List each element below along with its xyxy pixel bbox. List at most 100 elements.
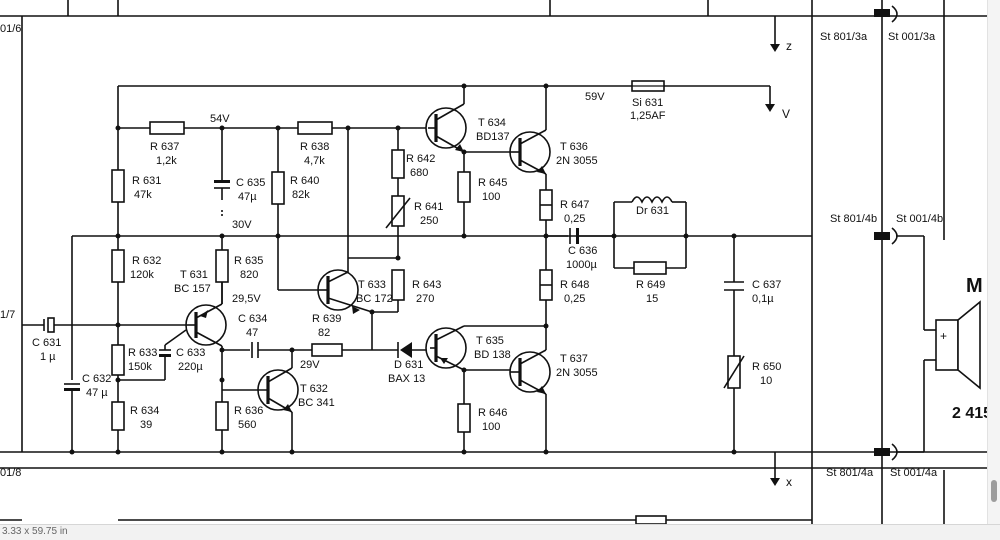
r631-value: 47k: [134, 189, 152, 201]
t636-type: 2N 3055: [556, 155, 598, 167]
input-stage: [22, 128, 398, 452]
r638-name: R 638: [300, 141, 329, 153]
output-stage: [425, 86, 614, 452]
label-st001-4b: St 001/4b: [896, 213, 943, 225]
speaker-number: 2 415: [952, 405, 988, 422]
driver-stage: [149, 121, 430, 358]
r639-value: 82: [318, 327, 330, 339]
r650-name: R 650: [752, 361, 781, 373]
r637-name: R 637: [150, 141, 179, 153]
c632-value: 47 µ: [86, 387, 108, 399]
r647-value: 0,25: [564, 213, 585, 225]
t634-type: BD137: [476, 131, 510, 143]
r640-value: 82k: [292, 189, 310, 201]
c635-value: 47µ: [238, 191, 257, 203]
r641-name: R 641: [414, 201, 443, 213]
r633-value: 150k: [128, 361, 152, 373]
scrollbar-thumb[interactable]: [991, 480, 997, 502]
speaker-icon: + M 2 415: [935, 275, 988, 422]
c636-value: 1000µ: [566, 259, 597, 271]
voltage-30: 30V: [232, 219, 252, 231]
fuse-value: 1,25AF: [630, 110, 666, 122]
t633-type: BC 172: [356, 293, 393, 305]
t631-name: T 631: [180, 269, 208, 281]
r639-name: R 639: [312, 313, 341, 325]
t635-name: T 635: [476, 335, 504, 347]
voltage-54: 54V: [210, 113, 230, 125]
c637-value: 0,1µ: [752, 293, 774, 305]
c634-value: 47: [246, 327, 258, 339]
dr631-name: Dr 631: [636, 205, 669, 217]
fuse-name: Si 631: [632, 97, 663, 109]
label-st001-4a: St 001/4a: [890, 467, 938, 479]
r634-name: R 634: [130, 405, 159, 417]
rail-v-label: V: [782, 107, 790, 121]
rail-z-label: z: [786, 39, 792, 53]
label-st801-3a: St 801/3a: [820, 31, 868, 43]
voltage-29: 29V: [300, 359, 320, 371]
r641-value: 250: [420, 215, 438, 227]
r646-name: R 646: [478, 407, 507, 419]
r636-name: R 636: [234, 405, 263, 417]
r649-value: 15: [646, 293, 658, 305]
r643-name: R 643: [412, 279, 441, 291]
label-st801-4b: St 801/4b: [830, 213, 877, 225]
label-left-bottom: 01/8: [0, 467, 21, 479]
fuse-si631: Si 631 1,25AF: [630, 80, 666, 122]
r632-name: R 632: [132, 255, 161, 267]
speaker-letter: M: [966, 275, 983, 297]
r633-name: R 633: [128, 347, 157, 359]
voltage-59: 59V: [585, 91, 605, 103]
vertical-scrollbar[interactable]: [987, 0, 1000, 524]
r632-value: 120k: [130, 269, 154, 281]
c634-name: C 634: [238, 313, 267, 325]
t635-type: BD 138: [474, 349, 511, 361]
voltage-29-5: 29,5V: [232, 293, 261, 305]
r642-value: 680: [410, 167, 428, 179]
t634-name: T 634: [478, 117, 506, 129]
page-size-label: 3.33 x 59.75 in: [2, 526, 68, 537]
r647-name: R 647: [560, 199, 589, 211]
r646-value: 100: [482, 421, 500, 433]
c631-name: C 631: [32, 337, 61, 349]
speaker-plus: +: [940, 329, 947, 343]
t633-name: T 633: [358, 279, 386, 291]
r638-value: 4,7k: [304, 155, 325, 167]
r634-value: 39: [140, 419, 152, 431]
d631-type: BAX 13: [388, 373, 425, 385]
r637-value: 1,2k: [156, 155, 177, 167]
amplifier-schematic: Si 631 1,25AF: [0, 0, 988, 524]
c633-name: C 633: [176, 347, 205, 359]
r648-name: R 648: [560, 279, 589, 291]
t637-type: 2N 3055: [556, 367, 598, 379]
c635-name: C 635: [236, 177, 265, 189]
c633-value: 220µ: [178, 361, 203, 373]
c637-name: C 637: [752, 279, 781, 291]
r640-name: R 640: [290, 175, 319, 187]
t632-type: BC 341: [298, 397, 335, 409]
t632-name: T 632: [300, 383, 328, 395]
r649-name: R 649: [636, 279, 665, 291]
c631-value: 1 µ: [40, 351, 56, 363]
r635-name: R 635: [234, 255, 263, 267]
label-st001-3a: St 001/3a: [888, 31, 936, 43]
frame-lines: [0, 0, 988, 524]
t631-type: BC 157: [174, 283, 211, 295]
r648-value: 0,25: [564, 293, 585, 305]
r642-name: R 642: [406, 153, 435, 165]
r643-value: 270: [416, 293, 434, 305]
c632-name: C 632: [82, 373, 111, 385]
labels: 01/6 1/7 01/8 St 801/3a St 001/3a St 801…: [0, 23, 943, 489]
connector-plugs: [874, 5, 936, 461]
r635-value: 820: [240, 269, 258, 281]
label-st801-4a: St 801/4a: [826, 467, 874, 479]
r631-name: R 631: [132, 175, 161, 187]
status-bar: 3.33 x 59.75 in: [0, 524, 1000, 540]
d631-name: D 631: [394, 359, 423, 371]
t636-name: T 636: [560, 141, 588, 153]
r645-name: R 645: [478, 177, 507, 189]
c636-name: C 636: [568, 245, 597, 257]
t637-name: T 637: [560, 353, 588, 365]
r650-value: 10: [760, 375, 772, 387]
